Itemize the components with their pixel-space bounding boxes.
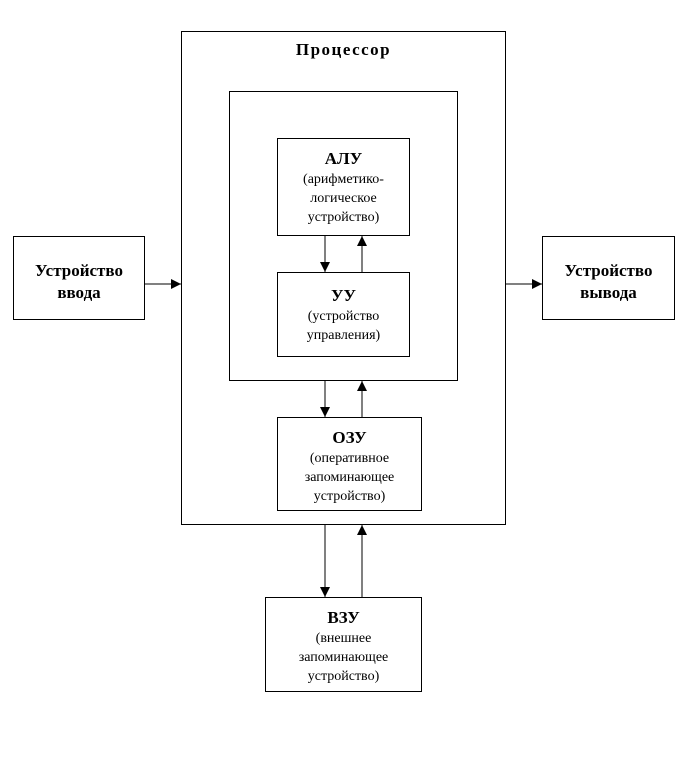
ram-desc-line-3: устройство) — [313, 489, 386, 504]
alu-desc-line-3: устройство) — [307, 210, 380, 225]
input-device-title-line-2: ввода — [57, 283, 101, 302]
processor-title: Процессор — [295, 40, 392, 59]
ext-storage-box: ВЗУ (внешнее запоминающее устройство) — [265, 597, 422, 692]
input-device-title-line-1: Устройство — [35, 261, 123, 280]
ext-storage-desc-line-2: запоминающее — [298, 650, 389, 665]
input-device-box: Устройство ввода — [13, 236, 145, 320]
cu-desc-line-1: (устройство — [307, 309, 380, 324]
alu-desc-line-1: (арифметико- — [303, 172, 384, 187]
ext-storage-desc-line-1: (внешнее — [315, 631, 372, 646]
ext-storage-desc-line-3: устройство) — [307, 669, 380, 684]
alu-box: АЛУ (арифметико- логическое устройство) — [277, 138, 410, 236]
output-device-box: Устройство вывода — [542, 236, 675, 320]
cu-desc-line-2: управления) — [306, 328, 381, 343]
ram-desc-line-2: запоминающее — [304, 470, 395, 485]
output-device-title-line-2: вывода — [580, 283, 637, 302]
ext-storage-title: ВЗУ — [327, 608, 360, 627]
cu-title: УУ — [331, 286, 356, 305]
ram-desc-line-1: (оперативное — [309, 451, 390, 466]
ram-box: ОЗУ (оперативное запоминающее устройство… — [277, 417, 422, 511]
alu-desc-line-2: логическое — [310, 191, 377, 206]
cu-box: УУ (устройство управления) — [277, 272, 410, 357]
ram-title: ОЗУ — [332, 428, 367, 447]
output-device-title-line-1: Устройство — [564, 261, 653, 280]
alu-title: АЛУ — [324, 149, 363, 168]
